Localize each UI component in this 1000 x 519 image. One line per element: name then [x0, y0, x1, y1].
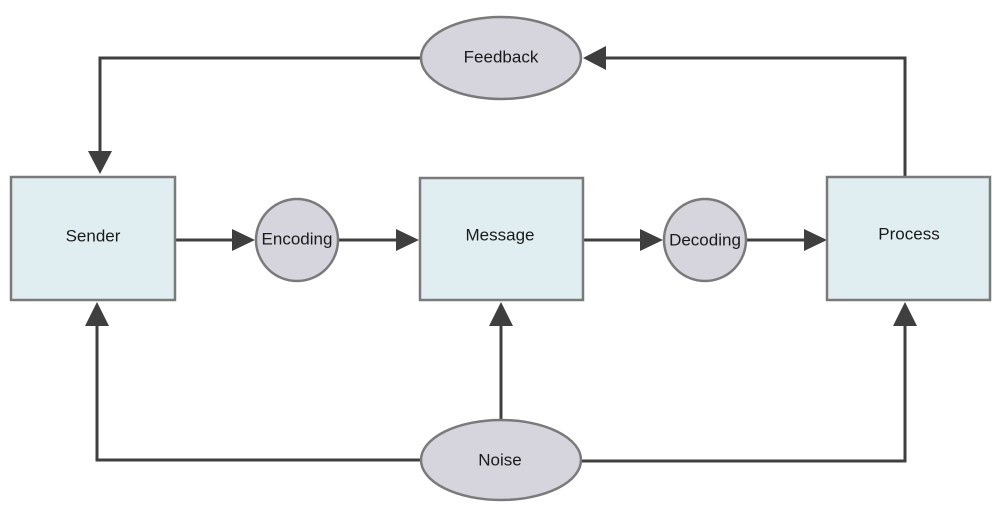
encoding-circle	[254, 197, 340, 283]
encoding-node: Encoding	[254, 197, 340, 283]
noise-to-process-arrowhead	[893, 302, 917, 326]
feedback-to-sender-arrowhead	[88, 151, 112, 174]
decoding-node: Decoding	[662, 197, 748, 283]
connectors	[85, 46, 917, 463]
feedback-node: Feedback	[419, 15, 583, 101]
sender-label: Sender	[66, 226, 121, 245]
process-node: Process	[825, 175, 992, 302]
decoding-circle	[662, 197, 748, 283]
message-to-decoding-arrowhead	[640, 229, 663, 251]
process-to-feedback-arrowhead	[583, 46, 606, 70]
feedback-label: Feedback	[464, 47, 539, 66]
sender-box	[9, 175, 177, 302]
sender-to-encoding-arrowhead	[232, 229, 255, 251]
noise-oval	[419, 418, 583, 502]
message-label: Message	[466, 225, 535, 244]
decoding-to-process-arrowhead	[804, 229, 827, 251]
noise-to-message-arrowhead	[489, 302, 513, 326]
process-to-feedback-line	[605, 56, 907, 177]
noise-to-sender-arrowhead	[85, 302, 109, 326]
process-label: Process	[878, 224, 939, 243]
noise-to-sender-line	[95, 324, 422, 462]
feedback-to-sender-line	[98, 56, 422, 152]
sender-node: Sender	[9, 175, 177, 302]
noise-node: Noise	[419, 418, 583, 502]
message-box	[418, 176, 585, 302]
decoding-label: Decoding	[669, 230, 741, 249]
message-node: Message	[418, 176, 585, 302]
encoding-label: Encoding	[262, 229, 333, 248]
feedback-oval	[419, 15, 583, 101]
noise-label: Noise	[478, 450, 521, 469]
noise-to-process-line	[581, 324, 907, 463]
process-box	[825, 175, 992, 302]
encoding-to-message-arrowhead	[396, 229, 419, 251]
